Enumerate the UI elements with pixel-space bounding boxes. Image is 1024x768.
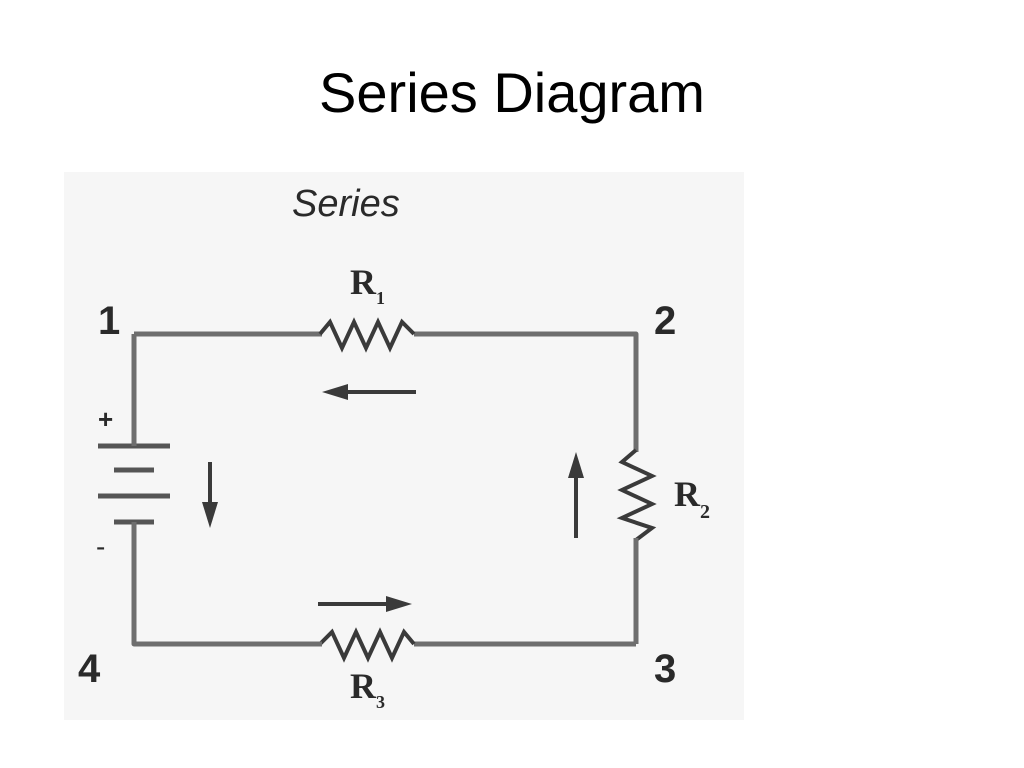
node-label-3: 3 [654, 647, 676, 691]
node-label-1: 1 [98, 299, 120, 343]
resistor-r3-subscript: 3 [376, 692, 385, 712]
slide-title: Series Diagram [319, 61, 705, 124]
node-label-4: 4 [78, 647, 101, 691]
resistor-r1-letter: R [350, 262, 377, 302]
series-circuit-diagram: Series + - [78, 183, 710, 712]
arrow-down-icon [202, 462, 218, 528]
resistor-r2-letter: R [674, 474, 701, 514]
resistor-r3 [318, 627, 416, 663]
resistor-r2-label: R2 [674, 474, 710, 523]
resistor-r1 [318, 317, 416, 353]
resistor-r2-subscript: 2 [700, 501, 710, 523]
node-label-2: 2 [654, 299, 676, 343]
battery-positive-label: + [98, 404, 113, 434]
resistor-r2 [616, 448, 657, 542]
arrow-right-icon [318, 596, 412, 612]
wire-top-right [414, 331, 639, 452]
resistor-r3-letter: R [350, 666, 377, 706]
arrow-up-icon [568, 452, 584, 538]
resistor-r3-label: R3 [350, 666, 385, 712]
resistor-r1-label: R1 [350, 262, 385, 308]
battery-negative-label: - [96, 531, 105, 562]
resistor-r1-subscript: 1 [376, 288, 385, 308]
circuit-diagram-panel: Series + - [64, 172, 744, 720]
battery-symbol [98, 417, 170, 532]
wire-bottom-left [131, 528, 322, 647]
arrow-top-left-icon [322, 384, 416, 400]
diagram-heading: Series [292, 183, 400, 225]
